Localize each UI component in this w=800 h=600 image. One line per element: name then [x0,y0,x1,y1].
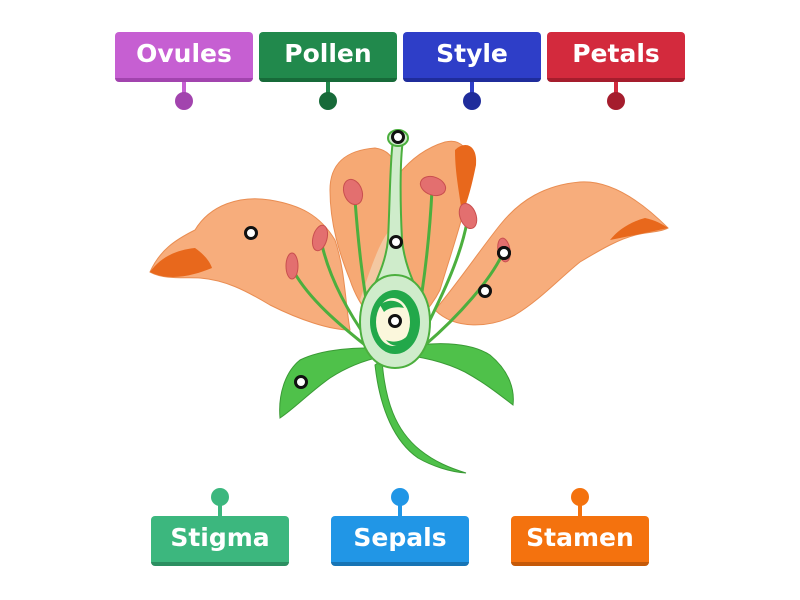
drop-target-icon[interactable] [478,284,492,298]
drop-target-icon[interactable] [497,246,511,260]
label-pin-dot [175,92,193,110]
stem [374,359,467,474]
drop-target-icon[interactable] [391,130,405,144]
label-pin [578,502,582,516]
label-text: Ovules [136,38,232,68]
label-pin-dot [607,92,625,110]
label-sepals[interactable]: Sepals [331,516,469,566]
label-pin-dot [319,92,337,110]
sepal-right [399,343,514,406]
label-pin [470,82,474,94]
label-text: Sepals [353,522,447,552]
label-pin [326,82,330,94]
label-pin-dot [391,488,409,506]
label-stamen[interactable]: Stamen [511,516,649,566]
label-pin-dot [571,488,589,506]
petal-right [434,181,669,326]
petal-left [149,198,351,331]
label-pin [218,502,222,516]
label-text: Stamen [526,522,634,552]
drop-target-icon[interactable] [389,235,403,249]
sepal-left [279,347,391,419]
label-text: Style [436,38,508,68]
label-stigma[interactable]: Stigma [151,516,289,566]
label-text: Petals [572,38,660,68]
label-pin [614,82,618,94]
label-text: Stigma [170,522,270,552]
label-ovules[interactable]: Ovules [115,32,253,82]
label-petals[interactable]: Petals [547,32,685,82]
drop-target-icon[interactable] [388,314,402,328]
label-pin [182,82,186,94]
label-text: Pollen [284,38,372,68]
label-pollen[interactable]: Pollen [259,32,397,82]
label-pin-dot [211,488,229,506]
drop-target-icon[interactable] [294,375,308,389]
label-pin [398,502,402,516]
label-style[interactable]: Style [403,32,541,82]
drop-target-icon[interactable] [244,226,258,240]
label-pin-dot [463,92,481,110]
